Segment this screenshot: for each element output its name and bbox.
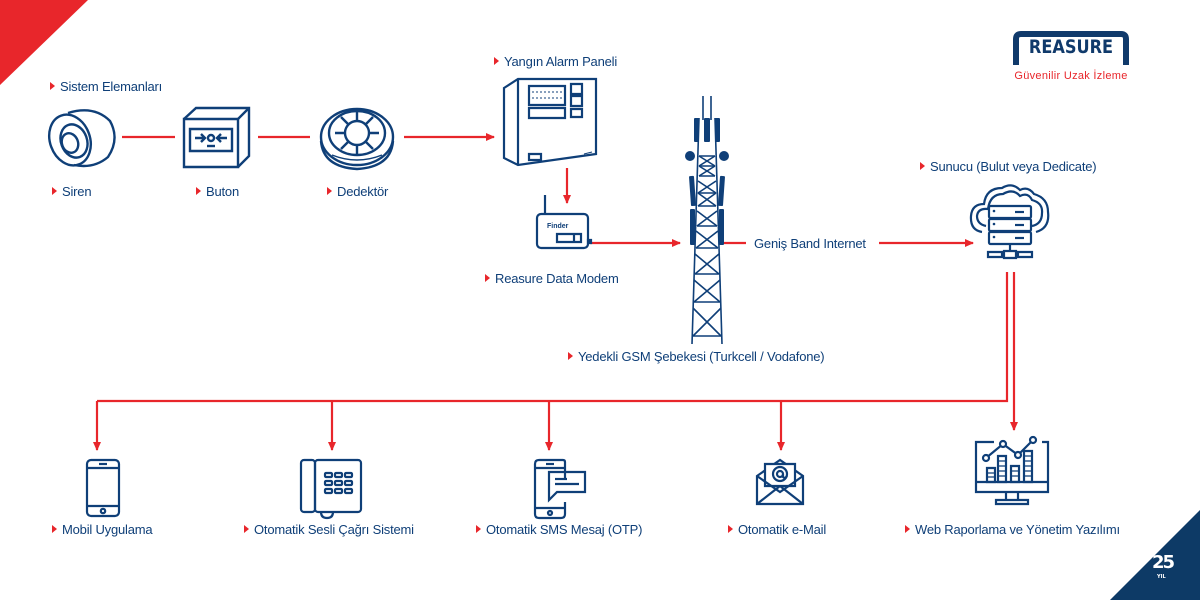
bullet-triangle-icon — [494, 57, 499, 65]
bullet-triangle-icon — [50, 82, 55, 90]
bullet-triangle-icon — [196, 187, 201, 195]
buton-label-text: Buton — [206, 184, 239, 199]
data-modem-icon: Finder — [534, 193, 594, 251]
logo-frame — [1013, 31, 1129, 65]
email-label: Otomatik e-Mail — [728, 522, 826, 537]
gsm-label: Yedekli GSM Şebekesi (Turkcell / Vodafon… — [568, 349, 825, 364]
smoke-detector-icon — [318, 105, 396, 175]
logo-text: REASURE — [1028, 36, 1114, 58]
smartphone-icon — [85, 458, 121, 518]
wire-server-bus — [97, 272, 1009, 403]
panel-label: Yangın Alarm Paneli — [494, 54, 617, 69]
siren-icon — [46, 107, 118, 169]
web-dashboard-label: Web Raporlama ve Yönetim Yazılımı — [905, 522, 1120, 537]
navy-corner-triangle — [1110, 510, 1200, 600]
section-heading: Sistem Elemanları — [50, 79, 162, 94]
red-corner-triangle — [0, 0, 88, 85]
gsm-label-text: Yedekli GSM Şebekesi (Turkcell / Vodafon… — [578, 349, 825, 364]
sms-label: Otomatik SMS Mesaj (OTP) — [476, 522, 642, 537]
internet-label: Geniş Band Internet — [754, 236, 866, 251]
email-label-text: Otomatik e-Mail — [738, 522, 827, 537]
internet-label-text: Geniş Band Internet — [754, 236, 866, 251]
anniversary-number: 25 — [1152, 552, 1175, 573]
bullet-triangle-icon — [327, 187, 332, 195]
bullet-triangle-icon — [244, 525, 249, 533]
server-label: Sunucu (Bulut veya Dedicate) — [920, 159, 1097, 174]
modem-brand-text: Finder — [547, 223, 569, 230]
sms-label-text: Otomatik SMS Mesaj (OTP) — [486, 522, 643, 537]
web-dashboard-icon — [972, 434, 1052, 510]
dedektor-label: Dedektör — [327, 184, 388, 199]
bullet-triangle-icon — [485, 274, 490, 282]
section-heading-text: Sistem Elemanları — [60, 79, 163, 94]
modem-label: Reasure Data Modem — [485, 271, 619, 286]
web-dashboard-label-text: Web Raporlama ve Yönetim Yazılımı — [915, 522, 1120, 537]
mobile-label-text: Mobil Uygulama — [62, 522, 153, 537]
bullet-triangle-icon — [476, 525, 481, 533]
dedektor-label-text: Dedektör — [337, 184, 389, 199]
buton-label: Buton — [196, 184, 239, 199]
anniversary-suffix: YIL — [1157, 574, 1166, 580]
modem-label-text: Reasure Data Modem — [495, 271, 619, 286]
logo-tagline: Güvenilir Uzak İzleme — [1014, 70, 1128, 82]
fire-alarm-panel-icon — [502, 76, 598, 168]
email-icon — [755, 458, 805, 506]
bullet-triangle-icon — [52, 187, 57, 195]
cell-tower-icon — [685, 96, 729, 346]
bullet-triangle-icon — [920, 162, 925, 170]
desk-phone-icon — [299, 458, 363, 520]
mobile-label: Mobil Uygulama — [52, 522, 153, 537]
sms-message-icon — [533, 458, 587, 520]
manual-call-point-icon — [181, 105, 253, 169]
voice-call-label-text: Otomatik Sesli Çağrı Sistemi — [254, 522, 414, 537]
bullet-triangle-icon — [728, 525, 733, 533]
siren-label-text: Siren — [62, 184, 92, 199]
panel-label-text: Yangın Alarm Paneli — [504, 54, 618, 69]
cloud-server-icon — [968, 180, 1052, 266]
bullet-triangle-icon — [568, 352, 573, 360]
bullet-triangle-icon — [52, 525, 57, 533]
bullet-triangle-icon — [905, 525, 910, 533]
siren-label: Siren — [52, 184, 92, 199]
server-label-text: Sunucu (Bulut veya Dedicate) — [930, 159, 1097, 174]
voice-call-label: Otomatik Sesli Çağrı Sistemi — [244, 522, 414, 537]
